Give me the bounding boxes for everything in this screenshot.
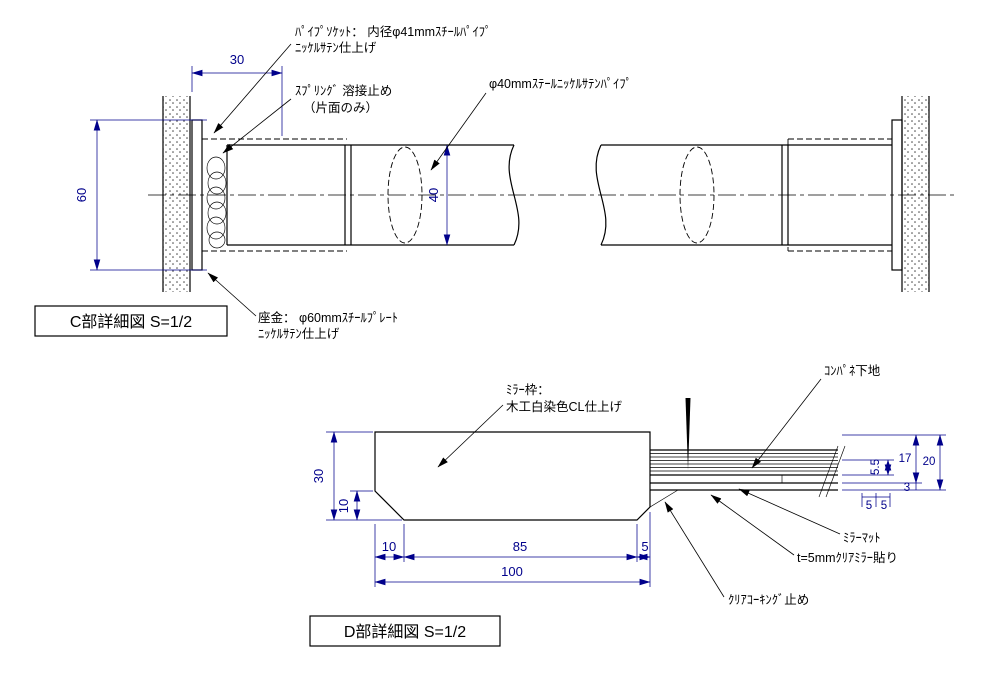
plywood-assembly	[649, 398, 846, 508]
dim-ply-thick: 5.5	[870, 459, 882, 475]
pipe-right-segment	[595, 138, 892, 252]
dim-pipe-dia: 40	[426, 188, 441, 202]
leader-plywood	[751, 378, 822, 469]
label-spring-line1: ｽﾌﾟﾘﾝｸﾞ 溶接止め	[295, 83, 392, 98]
dimension-frame-width: 10 85 5 100	[374, 512, 651, 587]
pipe-socket	[202, 138, 352, 252]
title-block-c: C部詳細図 S=1/2	[34, 305, 228, 337]
leader-mirror-frame	[437, 404, 504, 468]
label-spring-line2: （片面のみ）	[303, 101, 378, 115]
dim-mat-5: 5	[866, 500, 872, 512]
detail-c-title: C部詳細図 S=1/2	[70, 313, 192, 331]
phantom-joint-right	[679, 146, 715, 244]
fixing-nail	[685, 398, 691, 470]
mirror-mat-layer	[649, 474, 783, 484]
break-line-1	[825, 445, 846, 498]
leader-pipe	[430, 92, 487, 171]
dim-edge-width: 5	[641, 539, 648, 554]
label-pipe: φ40mmｽﾃｰﾙﾆｯｹﾙｻﾃﾝﾊﾟｲﾌﾟ	[489, 77, 632, 91]
dim-stack-17: 17	[899, 453, 912, 465]
leader-mirror	[710, 494, 795, 556]
dimension-60: 60	[74, 119, 207, 271]
wall-right	[901, 96, 930, 292]
label-pipe-socket-line2: ﾆｯｹﾙｻﾃﾝ仕上げ	[295, 41, 377, 55]
label-washer-line1: 座金： φ60mmｽﾁｰﾙﾌﾟﾚｰﾄ	[258, 310, 398, 325]
dimension-frame-height: 30 10	[311, 431, 402, 521]
mirror-frame-section	[374, 431, 651, 521]
spring-coil	[206, 156, 227, 249]
leader-washer	[207, 272, 257, 317]
leader-pipe-socket	[213, 43, 292, 134]
detail-d-title: D部詳細図 S=1/2	[344, 623, 466, 641]
leader-spring	[222, 98, 292, 154]
label-plywood: ｺﾝﾊﾟﾈ下地	[824, 364, 881, 378]
dim-socket-inset: 30	[230, 52, 244, 67]
label-mirror: t=5mmｸﾘｱﾐﾗｰ貼り	[797, 550, 898, 565]
detail-d-view: 30 10 10 85 5 100 5.5	[309, 364, 946, 647]
dim-gap-3: 3	[904, 482, 910, 494]
label-mirror-frame-line2: 木工白染色CL仕上げ	[506, 399, 622, 414]
label-washer-line2: ﾆｯｹﾙｻﾃﾝ仕上げ	[258, 327, 340, 341]
label-caulking: ｸﾘｱｺｰｷﾝｸﾞ止め	[728, 593, 809, 607]
plywood-laminations	[650, 453, 838, 472]
caulking-bead	[649, 489, 680, 508]
dimension-30: 30	[191, 52, 283, 136]
dimension-layer-stack: 5.5 17 3 20 5 5	[842, 434, 946, 512]
break-symbol-left	[508, 144, 520, 246]
pipe-left-segment	[226, 144, 520, 246]
dim-flat-width: 85	[513, 539, 527, 554]
dim-mirror-5: 5	[881, 500, 887, 512]
break-symbol-right	[595, 144, 607, 246]
title-block-d: D部詳細図 S=1/2	[309, 615, 501, 647]
label-mirror-frame-line1: ﾐﾗｰ枠：	[506, 383, 550, 397]
dim-washer-dia: 60	[74, 188, 89, 202]
break-line-2	[818, 445, 839, 498]
leader-mirror-mat	[738, 488, 841, 535]
wall-left	[162, 96, 191, 292]
dim-frame-height: 30	[311, 469, 326, 483]
detail-c-view: 60 30 40 ﾊﾟｲﾌﾟｿｹｯﾄ： 内径φ41mmｽﾁｰﾙﾊﾟｲﾌﾟ ﾆｯｹ…	[34, 25, 958, 341]
dim-total-width: 100	[501, 564, 523, 579]
dim-bevel-height: 10	[336, 499, 351, 513]
dim-bevel-width: 10	[382, 539, 396, 554]
phantom-joint-left	[387, 146, 423, 244]
leader-caulking	[664, 501, 725, 598]
label-pipe-socket-line1: ﾊﾟｲﾌﾟｿｹｯﾄ： 内径φ41mmｽﾁｰﾙﾊﾟｲﾌﾟ	[295, 25, 491, 39]
label-mirror-mat: ﾐﾗｰﾏｯﾄ	[843, 531, 881, 545]
dim-stack-20: 20	[923, 456, 936, 468]
dimension-40: 40	[426, 144, 451, 246]
